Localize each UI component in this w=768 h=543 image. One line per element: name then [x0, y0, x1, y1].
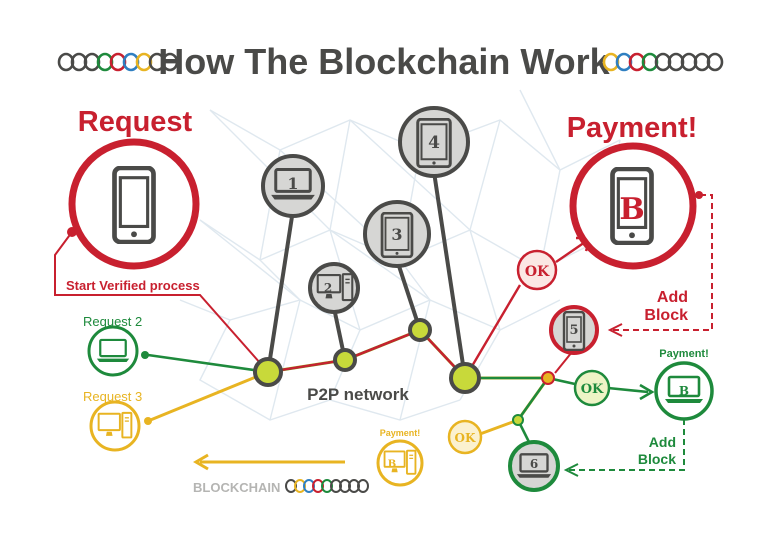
add-block-red-dot — [695, 191, 703, 199]
title-left-chain — [57, 52, 179, 72]
request-3-dot — [144, 417, 152, 425]
ok-badge-red: OK — [516, 249, 558, 291]
request-heading: Request — [78, 106, 193, 138]
network-label: P2P network — [307, 385, 409, 404]
ok-badge-green: OK — [573, 369, 611, 407]
payment-yellow-label: Payment! — [380, 428, 421, 438]
node-5: 5 — [549, 305, 599, 374]
ok-badge-yellow: OK — [447, 419, 483, 455]
request-3-label: Request 3 — [83, 389, 142, 404]
blockchain-label: BLOCKCHAIN — [193, 480, 280, 495]
add-block-green-line1: Add — [649, 434, 676, 450]
bitcoin-icon: B — [679, 384, 689, 398]
request-2-dot — [141, 351, 149, 359]
add-block-red-line1: Add — [657, 289, 688, 306]
page-title: How The Blockchain Work — [158, 41, 610, 82]
node-4-label: 4 — [428, 133, 440, 153]
request-circle — [68, 138, 200, 270]
ok-badge-green-label: OK — [581, 382, 604, 397]
ok-badge-red-label: OK — [525, 264, 550, 280]
bitcoin-icon: B — [388, 459, 396, 470]
junction-red — [541, 371, 555, 385]
blockchain-footer-chain — [285, 479, 369, 493]
bitcoin-icon: B — [619, 192, 644, 227]
request-2-label: Request 2 — [83, 314, 142, 329]
node-2: 2 — [308, 262, 360, 314]
node-2-label: 2 — [324, 281, 332, 295]
node-6-label: 6 — [530, 457, 538, 471]
payment-circle — [569, 142, 697, 270]
node-3: 3 — [363, 200, 431, 268]
node-3-label: 3 — [391, 225, 402, 244]
add-block-green-connector — [563, 419, 685, 477]
payment-green-label: Payment! — [659, 348, 709, 360]
node-1: 1 — [261, 154, 325, 218]
payment-heading: Payment! — [567, 112, 698, 144]
request-2-circle — [87, 325, 139, 377]
add-block-red-connector — [607, 194, 713, 337]
junction-green — [512, 414, 524, 426]
node-6: 6 — [508, 440, 560, 492]
ok-badge-yellow-label: OK — [455, 431, 476, 445]
add-block-red-line2: Block — [644, 307, 688, 324]
process-label: Start Verified process — [66, 278, 200, 293]
title-right-chain — [602, 52, 724, 72]
add-block-green-line2: Block — [638, 451, 676, 467]
network-junctions — [253, 318, 481, 394]
node-5-label: 5 — [569, 323, 578, 338]
node-4: 4 — [398, 106, 470, 178]
node-1-label: 1 — [287, 174, 298, 193]
